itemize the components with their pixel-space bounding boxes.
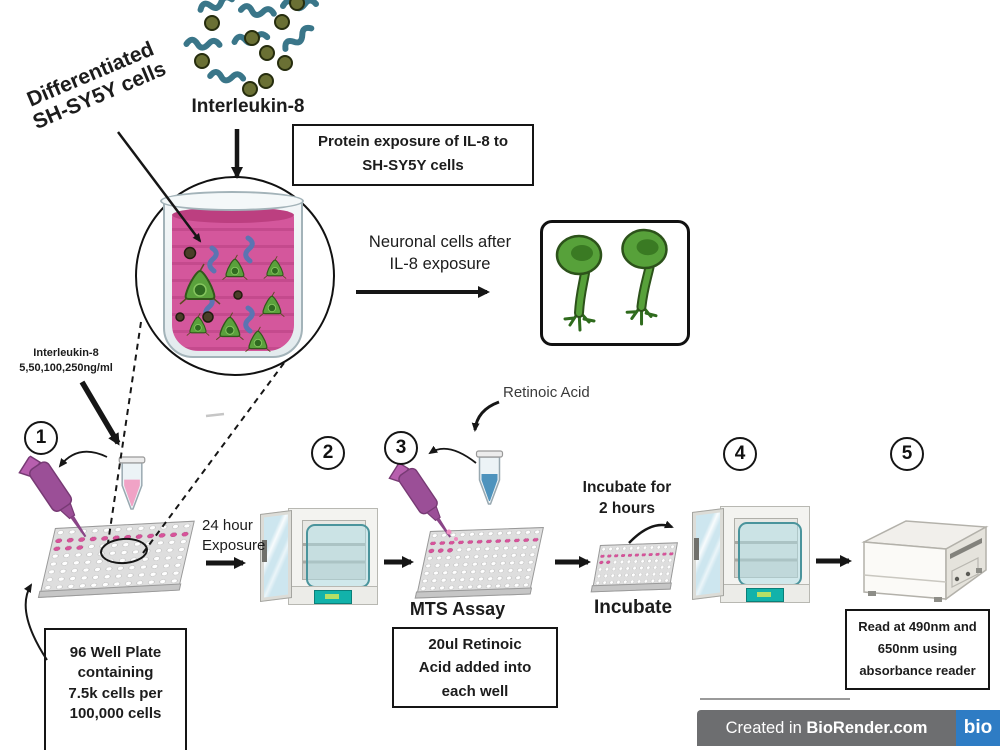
step-2-number: 2 (322, 442, 334, 463)
wellplate-box-line4: 100,000 cells (69, 704, 162, 722)
footer-divider (700, 698, 850, 700)
wellplate-box-line3: 7.5k cells per (68, 684, 163, 702)
beaker-illustration (160, 191, 304, 358)
well-plate-incubate (592, 542, 678, 588)
step-3-badge: 3 (384, 431, 418, 465)
beaker-cells-icon (175, 198, 287, 353)
dose-label-line1: Interleukin-8 (33, 347, 99, 359)
tube-to-pipette-arrow-2 (428, 445, 477, 464)
incubate-for-line1: Incubate for (582, 479, 672, 496)
beaker-medium-surface (172, 207, 294, 223)
incubate-label: Incubate (593, 597, 673, 618)
wellplate-box-line1: 96 Well Plate (69, 644, 162, 661)
plate3-pink-partial-row (597, 558, 614, 567)
pipette-icon-1 (18, 454, 87, 538)
step-5-number: 5 (901, 443, 913, 464)
incubator-icon-2 (692, 502, 810, 603)
exposure-label-line2: Exposure (202, 536, 266, 554)
faint-mark (205, 412, 225, 418)
step-1-number: 1 (35, 427, 47, 448)
exposure-label: 24 hour Exposure (202, 516, 265, 555)
neuronal-label-line1: Neuronal cells after (368, 233, 512, 251)
biorender-brand-text: BioRender.com (806, 718, 928, 737)
il8-molecules-icon (183, 0, 319, 97)
incubator2-door-handle (694, 538, 699, 560)
plate2-pink-partial-row (425, 546, 457, 555)
step-4-badge: 4 (723, 437, 757, 471)
wellplate-box-line2: containing (77, 664, 154, 682)
retinoic-box-line3: each well (441, 682, 509, 700)
neuronal-label-line2: IL-8 exposure (389, 255, 491, 274)
protein-exposure-box: Protein exposure of IL-8 to SH-SY5Y cell… (292, 124, 534, 186)
incubator-icon-1 (260, 504, 378, 605)
retinoic-box-line1: 20ul Retinoic (428, 636, 522, 653)
dose-to-tube-arrow (79, 380, 121, 446)
neuron-cells-icon (543, 223, 683, 337)
incubator2-control-panel (746, 588, 784, 602)
differentiated-cells-label: Differentiated SH-SY5Y cells (0, 27, 191, 144)
incubate-curved-arrow (628, 520, 674, 544)
read-box-line1: Read at 490nm and (858, 619, 977, 634)
read-box-line3: absorbance reader (859, 663, 976, 679)
biorender-logo-icon: bio (956, 710, 1000, 746)
tube-to-pipette-arrow-1 (58, 450, 108, 468)
protein-box-line1: Protein exposure of IL-8 to (317, 133, 509, 150)
incubate-for-line2: 2 hours (599, 499, 655, 517)
step-1-badge: 1 (24, 421, 58, 455)
biorender-watermark: Created in BioRender.com bio (697, 710, 1000, 746)
incubator2-glass-door (738, 522, 802, 586)
step-4-number: 4 (734, 443, 746, 464)
mts-assay-label: MTS Assay (409, 599, 506, 619)
interleukin8-label: Interleukin-8 (191, 96, 305, 117)
il8-dose-label: Interleukin-8 5,50,100,250ng/ml (10, 346, 122, 377)
protein-box-line2: SH-SY5Y cells (362, 157, 464, 174)
step-2-badge: 2 (311, 436, 345, 470)
retinoic-acid-label: Retinoic Acid (503, 384, 590, 401)
step-3-number: 3 (395, 437, 407, 458)
retinoic-box-line2: Acid added into (418, 659, 532, 677)
incubate-for-label: Incubate for 2 hours (576, 478, 678, 520)
dose-label-line2: 5,50,100,250ng/ml (19, 362, 113, 375)
retinoic-label-arrow (471, 400, 500, 432)
tube-retinoic-icon (475, 450, 504, 505)
wellplate-box: 96 Well Plate containing 7.5k cells per … (44, 628, 187, 750)
tube-il8-icon (118, 456, 146, 510)
exposure-label-line1: 24 hour (202, 517, 253, 534)
beaker-rim (160, 191, 304, 211)
neuronal-cells-label: Neuronal cells after IL-8 exposure (350, 231, 530, 276)
read-box: Read at 490nm and 650nm using absorbance… (845, 609, 990, 690)
biorender-logo-text: bio (963, 717, 993, 738)
step-5-badge: 5 (890, 437, 924, 471)
created-in-text: Created in (725, 718, 807, 737)
read-box-line2: 650nm using (877, 641, 958, 657)
incubator1-control-panel (314, 590, 352, 604)
incubator1-glass-door (306, 524, 370, 588)
absorbance-reader-icon (861, 520, 989, 602)
retinoic-box: 20ul Retinoic Acid added into each well (392, 627, 558, 708)
biorender-credit-text: Created in BioRender.com (697, 719, 956, 738)
neuron-result-box (540, 220, 690, 346)
